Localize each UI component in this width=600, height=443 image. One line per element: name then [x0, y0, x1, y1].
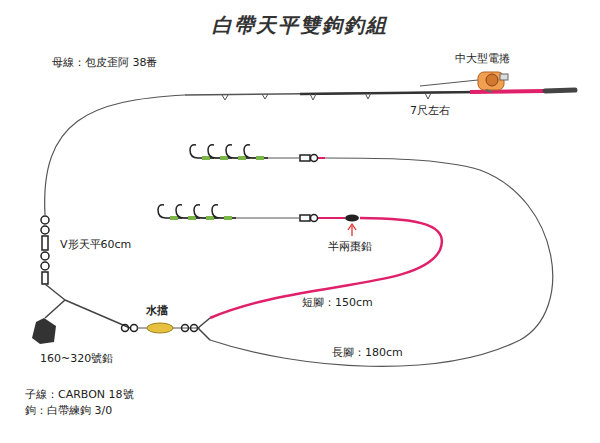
split-arm	[198, 318, 210, 340]
long-leg-end	[318, 157, 325, 159]
label: 長腳：180cm	[330, 346, 405, 359]
label: 中大型電捲	[455, 52, 510, 65]
sinker	[32, 318, 56, 344]
v-balance	[45, 284, 130, 328]
label: 母線：包皮歪阿 38番	[52, 56, 158, 69]
swivel-4	[300, 215, 318, 222]
hook-whipping	[170, 216, 178, 220]
rod-guides	[222, 93, 431, 100]
label: 水擋	[146, 304, 168, 317]
short-leg	[210, 218, 442, 318]
long-leg	[210, 158, 553, 366]
rod-butt	[470, 91, 545, 92]
reel-line	[420, 80, 478, 86]
label: 短腳：150cm	[300, 296, 375, 309]
label: 子線：CARBON 18號	[25, 388, 134, 401]
hook-whipping	[256, 156, 264, 160]
title: 白帶天平雙鉤釣組	[0, 12, 600, 39]
swivel-2	[122, 325, 138, 332]
swivels	[41, 216, 49, 284]
water-stopper	[147, 323, 173, 333]
sinker-arrow	[351, 226, 352, 236]
rod-tip	[185, 92, 480, 95]
rod-blank	[300, 92, 480, 94]
label: V形天平60cm	[60, 238, 131, 251]
hook-whipping	[238, 156, 246, 160]
jujube-sinker	[345, 215, 359, 222]
label: 7尺左右	[410, 104, 450, 117]
sinker-arrowhead	[348, 224, 356, 230]
label: 鉤：白帶練鉤 3/0	[25, 404, 112, 417]
label: 160~320號鉛	[40, 352, 113, 365]
hook-whipping	[188, 216, 196, 220]
hook-whipping	[206, 216, 214, 220]
label: 半兩棗鉛	[328, 240, 372, 253]
hook-whipping	[224, 216, 232, 220]
swivel-3	[182, 325, 198, 332]
short-leg-end	[318, 217, 345, 219]
swivel-5	[300, 155, 318, 162]
hooks	[158, 145, 268, 220]
electric-reel	[478, 72, 508, 92]
hook-whipping	[220, 156, 228, 160]
rod-handle	[545, 90, 575, 91]
main-line	[45, 95, 185, 215]
hook-whipping	[202, 156, 210, 160]
